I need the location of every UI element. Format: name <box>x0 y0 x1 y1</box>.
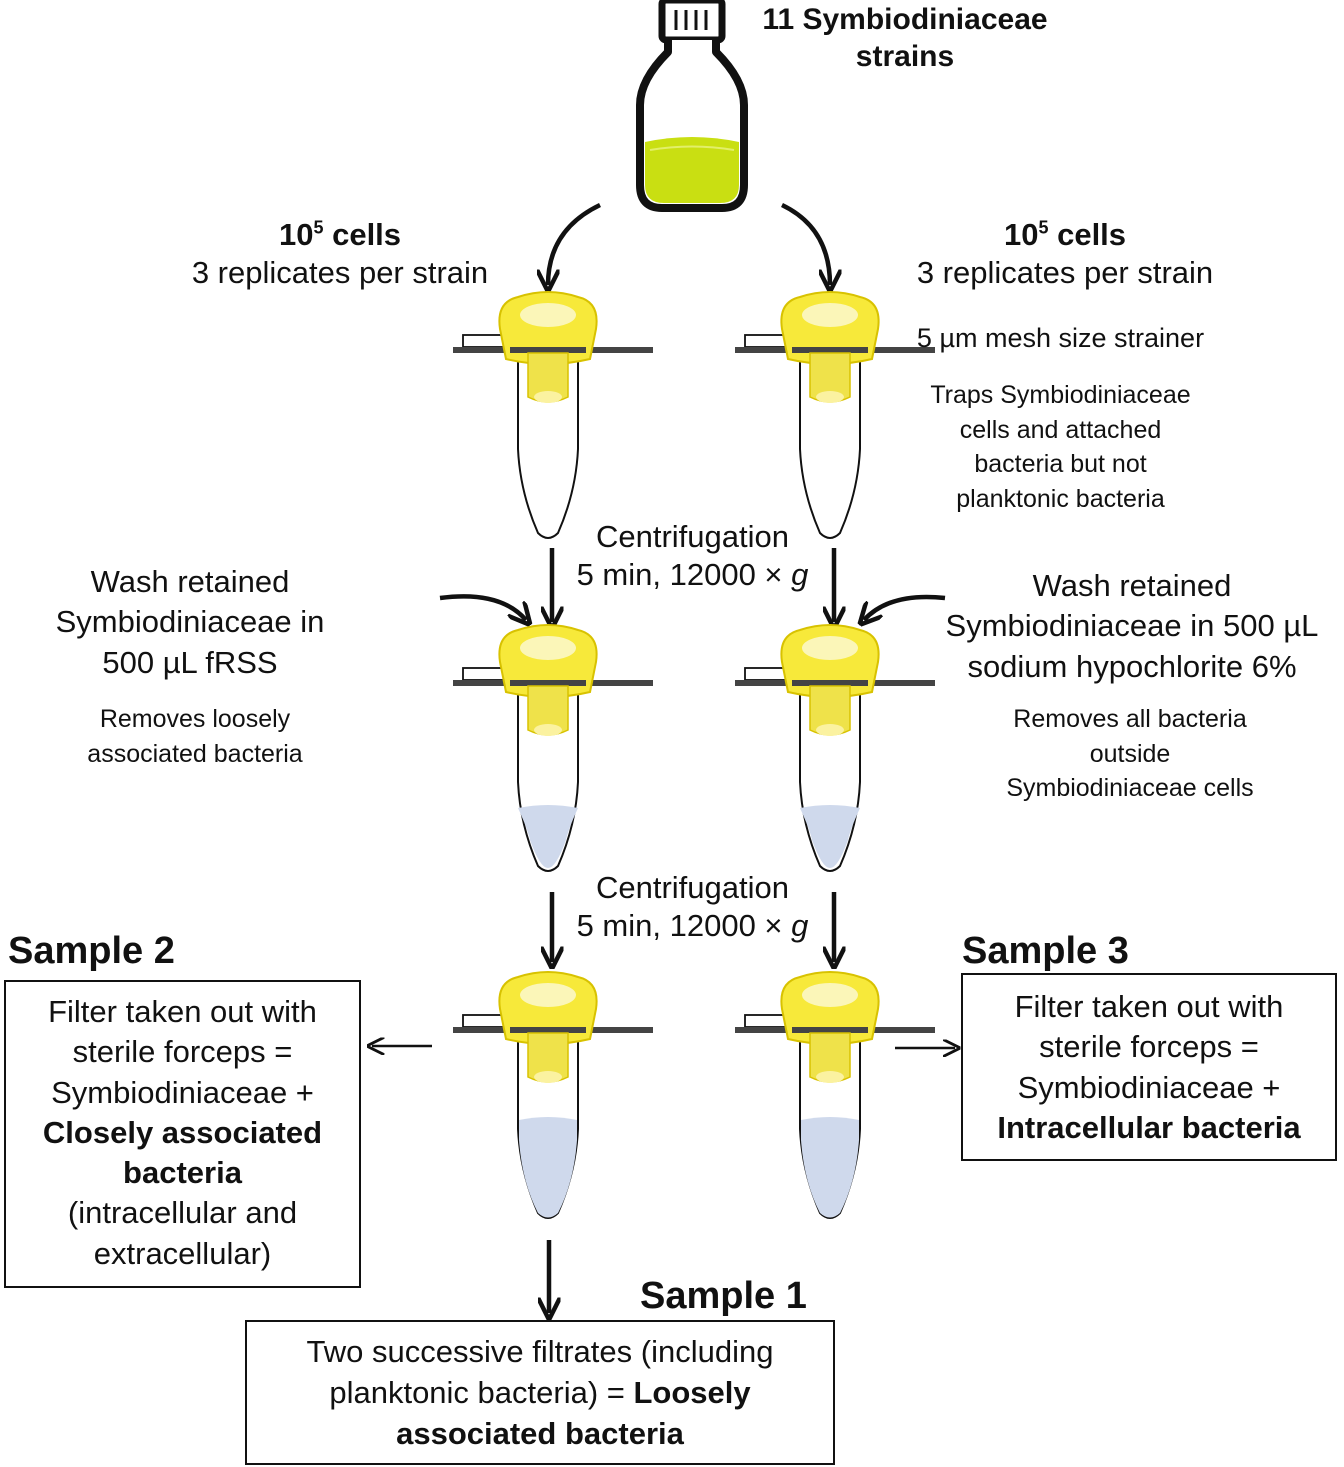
arrow-left-branch <box>548 202 601 285</box>
arrow-wash-right <box>864 594 946 620</box>
sample-2-line: extracellular) <box>93 1235 272 1271</box>
tube-final-right <box>734 971 936 1219</box>
centrifugation-2-unit: g <box>791 907 809 943</box>
wash-right-title: Wash retained Symbiodiniaceae in 500 µL … <box>920 566 1344 687</box>
wash-left-title-line: Symbiodiniaceae in <box>55 604 325 640</box>
culture-bottle-icon <box>636 0 748 212</box>
left-cells-word: cells <box>323 217 402 252</box>
sample-1-highlight: associated bacteria <box>396 1415 684 1451</box>
sample-2-line: (intracellular and <box>67 1195 298 1231</box>
wash-right-note-line: Symbiodiniaceae cells <box>1006 774 1254 802</box>
source-label: 11 Symbiodiniaceae strains <box>735 2 1075 75</box>
centrifugation-2-title: Centrifugation <box>595 870 789 905</box>
right-cells-word: cells <box>1048 217 1127 252</box>
sample-3-line: Symbiodiniaceae + <box>1017 1069 1281 1105</box>
wash-left-note: Removes loosely associated bacteria <box>40 702 350 771</box>
centrifugation-1-label: Centrifugation 5 min, 12000 × g <box>555 518 830 594</box>
sample-1-highlight: Loosely <box>633 1374 751 1410</box>
sample-2-highlight: Closely associated <box>42 1114 323 1150</box>
sample-2-highlight: bacteria <box>123 1155 242 1191</box>
wash-right-title-line: sodium hypochlorite 6% <box>967 648 1297 684</box>
sample-2-header: Sample 2 <box>8 930 175 972</box>
strainer-note-line: planktonic bacteria <box>956 484 1165 513</box>
wash-left-title-line: 500 µL fRSS <box>102 644 278 680</box>
wash-right-title-line: Symbiodiniaceae in 500 µL <box>945 608 1319 644</box>
sample-3-highlight: Intracellular bacteria <box>997 1109 1301 1145</box>
right-branch-label: 105 cells 3 replicates per strain <box>875 216 1255 292</box>
sample-2-box: Filter taken out with sterile forceps = … <box>4 980 361 1288</box>
strainer-note-line: cells and attached <box>959 415 1162 444</box>
right-cells-exp: 5 <box>1038 217 1049 238</box>
wash-right-note: Removes all bacteria outside Symbiodinia… <box>970 702 1290 806</box>
wash-left-note-line: associated bacteria <box>87 739 303 768</box>
strainer-note: Traps Symbiodiniaceae cells and attached… <box>888 378 1233 516</box>
strainer-note-line: Traps Symbiodiniaceae <box>930 381 1191 409</box>
centrifugation-2-label: Centrifugation 5 min, 12000 × g <box>555 869 830 945</box>
centrifugation-1-unit: g <box>791 556 809 592</box>
strainer-note-line: bacteria but not <box>974 450 1147 478</box>
right-replicates: 3 replicates per strain <box>916 254 1214 290</box>
sample-1-line: Two successive filtrates (including <box>306 1334 774 1369</box>
centrifugation-1-detail: 5 min, 12000 × <box>576 556 792 592</box>
source-line-1: 11 Symbiodiniaceae <box>762 3 1048 36</box>
strainer-title: 5 µm mesh size strainer <box>916 323 1205 353</box>
sample-1-line: planktonic bacteria) = <box>329 1374 634 1410</box>
right-cells-base: 10 <box>1003 217 1039 252</box>
left-cells-exp: 5 <box>313 217 324 238</box>
wash-left-title: Wash retained Symbiodiniaceae in 500 µL … <box>20 562 360 683</box>
wash-right-title-line: Wash retained <box>1032 568 1232 603</box>
sample-2-line: Symbiodiniaceae + <box>51 1074 314 1110</box>
tube-wash-left <box>452 624 654 872</box>
sample-3-header: Sample 3 <box>962 930 1129 972</box>
source-line-2: strains <box>855 39 955 73</box>
wash-right-note-line: outside <box>1089 739 1171 768</box>
centrifugation-1-title: Centrifugation <box>595 519 789 554</box>
sample-1-header: Sample 1 <box>640 1275 807 1317</box>
wash-left-note-line: Removes loosely <box>99 705 291 733</box>
sample-3-box: Filter taken out with sterile forceps = … <box>961 973 1337 1161</box>
arrow-right-branch <box>781 202 830 285</box>
tube-strainer-left <box>452 291 654 539</box>
sample-3-line: Filter taken out with <box>1014 989 1284 1024</box>
arrow-wash-left <box>439 594 526 620</box>
left-replicates: 3 replicates per strain <box>191 254 489 290</box>
sample-1-box: Two successive filtrates (including plan… <box>245 1320 835 1465</box>
wash-right-note-line: Removes all bacteria <box>1013 705 1247 733</box>
sample-2-line: sterile forceps = <box>72 1034 293 1070</box>
sample-3-line: sterile forceps = <box>1039 1029 1259 1065</box>
centrifugation-2-detail: 5 min, 12000 × <box>576 907 792 943</box>
sample-2-line: Filter taken out with <box>48 994 317 1029</box>
left-branch-label: 105 cells 3 replicates per strain <box>150 216 530 292</box>
tube-wash-right <box>734 624 936 872</box>
wash-left-title-line: Wash retained <box>90 564 290 599</box>
left-cells-base: 10 <box>278 217 314 252</box>
tube-final-left <box>452 971 654 1219</box>
